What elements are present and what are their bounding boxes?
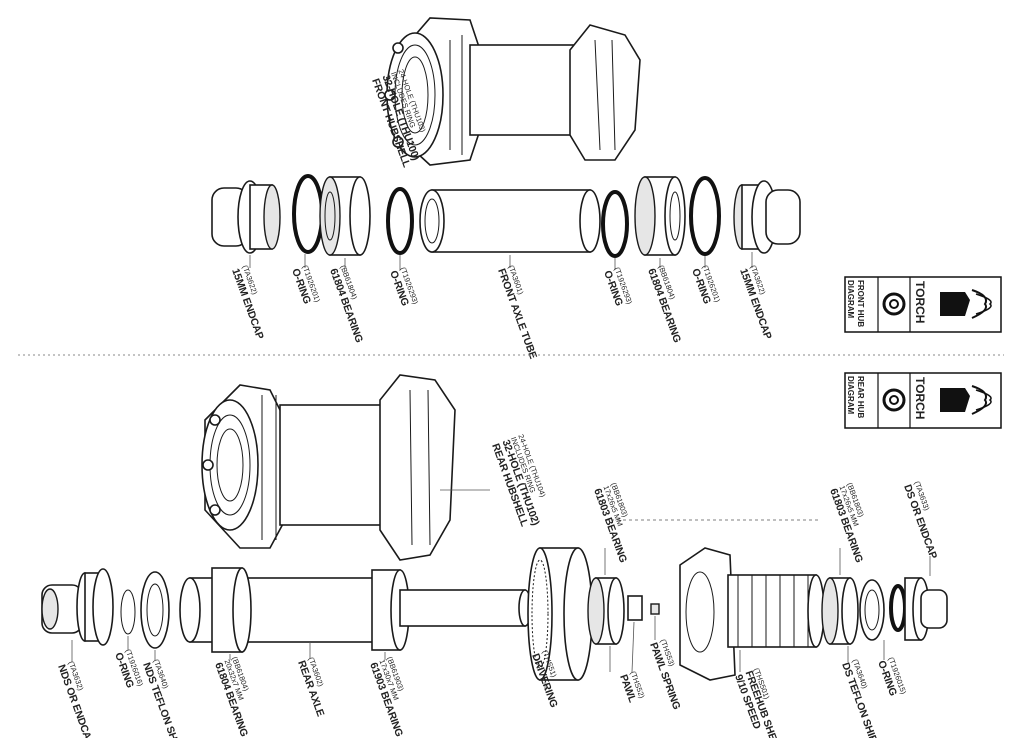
- rear-freehub-shell: [679, 547, 825, 681]
- torch-logo-icon: [940, 385, 992, 415]
- rear-label-freehub: 9/10 SPEED FREEHUB SHELL (THS501): [732, 667, 783, 738]
- brake-rotor-icon: [882, 388, 906, 412]
- rear-ds-endcap: [889, 577, 948, 641]
- front-axle-tube: [419, 189, 601, 253]
- front-hub-badge: FRONT HUB DIAGRAM TORCH: [844, 276, 1002, 333]
- front-label-oring-1: O-RING (T1926201): [289, 264, 322, 306]
- front-label-oring-4: O-RING (T1926201): [689, 264, 722, 306]
- front-bearing-right: [634, 176, 686, 256]
- front-label-endcap-left: 15MM ENDCAP (TA3622): [229, 264, 266, 341]
- front-hubshell-illustration: [384, 17, 641, 166]
- rear-badge-line1: REAR HUB: [856, 376, 865, 418]
- front-endcap-left: [211, 180, 281, 254]
- rear-hubshell-illustration: [201, 374, 456, 561]
- rear-bearing-61803-left: [587, 577, 625, 645]
- rear-ds-teflon-shield: [859, 579, 885, 641]
- rear-label-pawl: PAWL (THS52): [617, 670, 647, 705]
- front-hub-section: FRONT HUBSHELL 32-HOLE (THU100) INCLUDES…: [211, 17, 1002, 361]
- rear-label-oring-ds: O-RING (T1926015): [875, 656, 908, 698]
- front-endcap-right: [733, 180, 801, 254]
- front-label-endcap-right: 15MM ENDCAP (TA3622): [737, 264, 774, 341]
- front-oring-4: [689, 176, 721, 256]
- front-oring-3: [601, 190, 629, 258]
- rear-label-rear-axle: REAR AXLE (TA3602): [295, 656, 326, 718]
- brake-rotor-icon: [882, 292, 906, 316]
- rear-hub-section: REAR HUB DIAGRAM TORCH: [41, 372, 1002, 738]
- rear-hub-badge: REAR HUB DIAGRAM TORCH: [844, 372, 1002, 429]
- front-label-bearing-right: 61804 BEARING (BB61804): [645, 264, 683, 344]
- rear-leader-lines: [71, 489, 931, 690]
- rear-oring-nds: [120, 589, 136, 635]
- front-labels: 15MM ENDCAP (TA3622) O-RING (T1926201) 6…: [229, 264, 774, 361]
- front-label-oring-2: O-RING (T1926293): [387, 266, 420, 308]
- rear-axle: [179, 567, 532, 653]
- front-label-oring-3: O-RING (T1926293): [601, 266, 634, 308]
- rear-label-bearing-61804: 61804 BEARING 20x32x7 MM (BB61804): [212, 655, 251, 738]
- front-parts-row: [211, 174, 801, 258]
- front-label-bearing-left: 61804 BEARING (BB61804): [327, 264, 365, 344]
- front-oring-1: [292, 174, 324, 254]
- rear-nds-endcap: [41, 568, 114, 646]
- front-badge-brand: TORCH: [913, 281, 927, 323]
- front-oring-2: [386, 187, 414, 255]
- rear-label-nds-teflon: NDS TEFLON SHIELD (TA3640): [140, 658, 187, 738]
- rear-badge-brand: TORCH: [913, 377, 927, 419]
- rear-label-bearing-61803-right: 61803 BEARING 17x26x5 MM (BB61803): [827, 481, 866, 564]
- rear-label-oring-nds: O-RING (T1926016): [112, 648, 145, 690]
- rear-drivering: [527, 547, 593, 681]
- rear-parts-row: [41, 547, 948, 681]
- torch-logo-icon: [940, 289, 992, 319]
- rear-pawl-spring: [650, 603, 660, 615]
- rear-badge-line2: DIAGRAM: [846, 376, 855, 415]
- rear-pawl: [627, 595, 643, 621]
- rear-label-nds-endcap: NDS OR ENDCAP (TA3632): [55, 660, 96, 738]
- rear-label-bearing-61903: 61903 BEARING 17x30x7 MM (BB61903): [367, 655, 406, 738]
- front-bearing-left: [319, 176, 371, 256]
- rear-nds-teflon-shield: [140, 571, 170, 649]
- rear-label-ds-endcap: DS OR ENDCAP (TA3633): [901, 480, 939, 561]
- rear-label-bearing-61803-left: 61803 BEARING 17x26x5 MM (BB61803): [591, 481, 630, 564]
- rear-hubshell-label: REAR HUBSHELL 32-HOLE (THU102) INCLUDES …: [489, 433, 548, 529]
- front-badge-line2: DIAGRAM: [846, 280, 855, 319]
- front-label-axle-tube: FRONT AXLE TUBE (TA3601): [495, 264, 539, 361]
- rear-bearing-61803-right: [821, 577, 859, 645]
- front-leader-lines: [249, 252, 753, 270]
- front-badge-line1: FRONT HUB: [856, 280, 865, 327]
